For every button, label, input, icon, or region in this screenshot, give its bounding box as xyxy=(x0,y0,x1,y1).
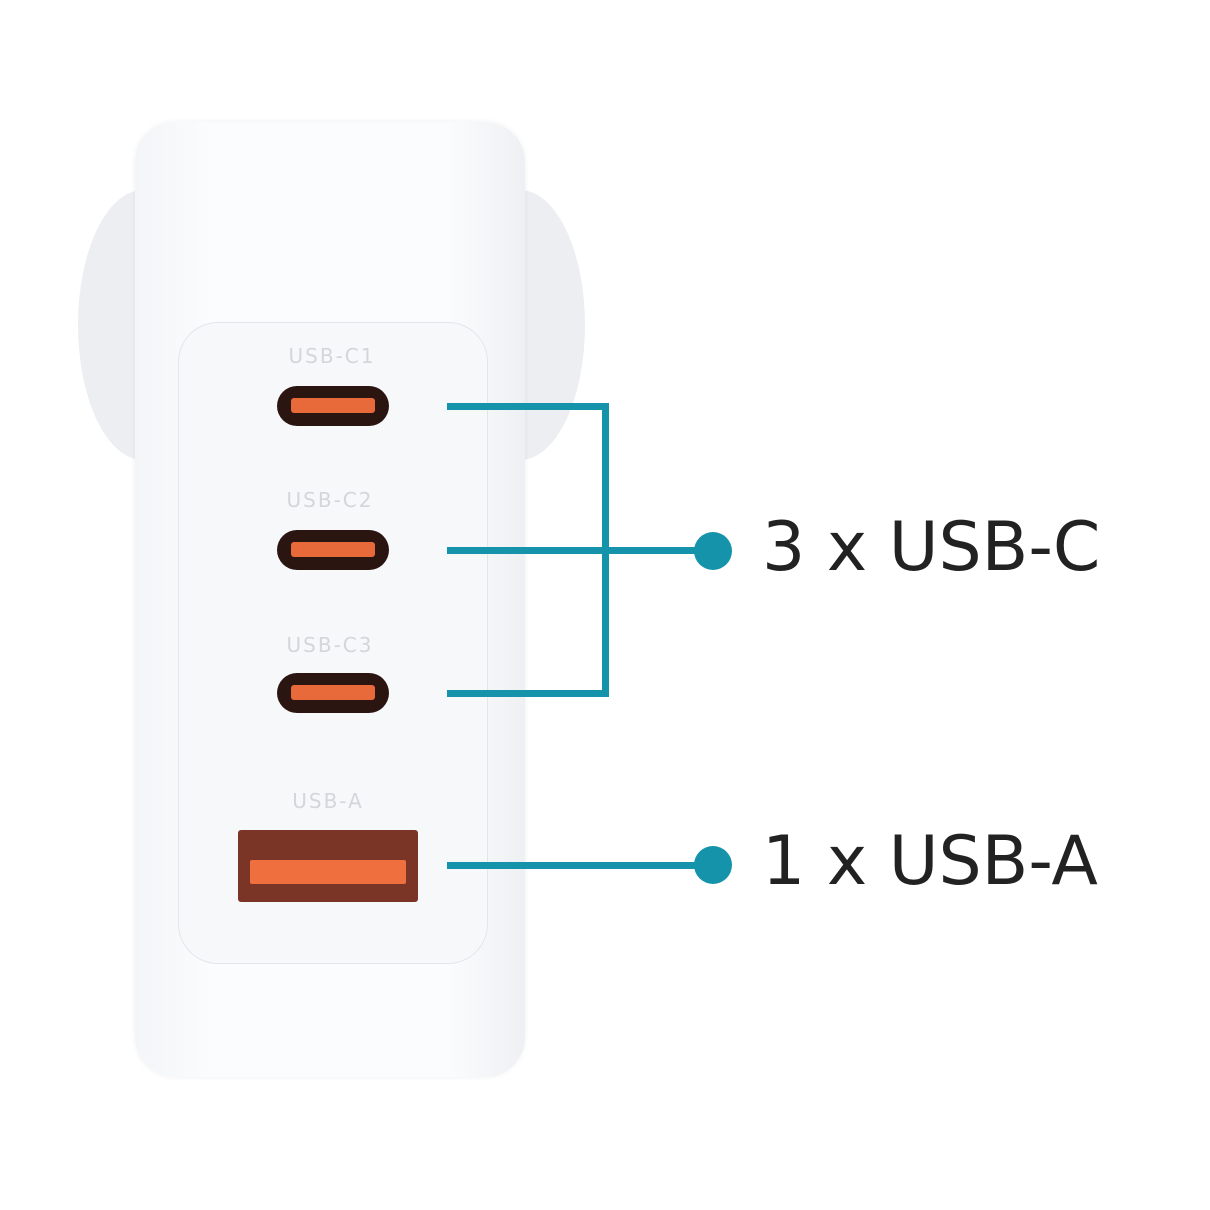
connector-line-c1 xyxy=(447,403,609,410)
usb-c-callout-dot xyxy=(694,532,732,570)
port-label-usb-a: USB-A xyxy=(292,789,364,813)
connector-line-a xyxy=(447,862,717,869)
usb-c2-port xyxy=(277,530,389,570)
usb-a-callout-dot xyxy=(694,846,732,884)
port-label-usb-c3: USB-C3 xyxy=(286,633,374,657)
connector-line-c2 xyxy=(447,547,717,554)
usb-c1-port xyxy=(277,386,389,426)
connector-line-c3 xyxy=(447,690,609,697)
port-label-usb-c1: USB-C1 xyxy=(288,344,376,368)
usb-c3-port xyxy=(277,673,389,713)
port-label-usb-c2: USB-C2 xyxy=(286,488,374,512)
usb-a-callout-text: 1 x USB-A xyxy=(762,822,1098,901)
usb-a-port xyxy=(238,830,418,902)
bracket-vertical-line xyxy=(602,403,609,697)
usb-c-callout-text: 3 x USB-C xyxy=(762,508,1101,587)
